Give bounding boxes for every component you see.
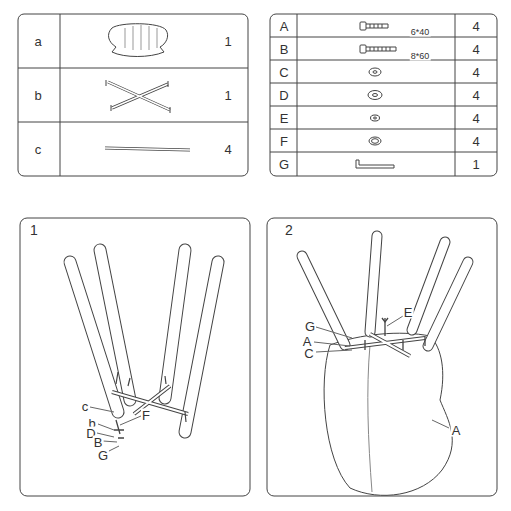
parts-table-cell: E <box>279 111 290 124</box>
parts-table-cell: C <box>278 65 289 78</box>
callout-label: F <box>141 409 151 422</box>
callout-label: 2 <box>284 223 294 237</box>
callout-label: E <box>403 306 414 319</box>
parts-table-cell: a <box>33 35 42 48</box>
parts-table-cell: 1 <box>471 157 480 170</box>
parts-table-cell: 4 <box>471 65 480 78</box>
parts-table-cell: G <box>278 157 290 170</box>
parts-table-cell: 1 <box>223 89 232 102</box>
parts-table-cell: 4 <box>471 19 480 32</box>
parts-table-cell: A <box>279 19 290 32</box>
parts-table-cell: 1 <box>223 35 232 48</box>
parts-table-cell: 4 <box>471 111 480 124</box>
parts-table-cell: D <box>278 88 289 101</box>
callout-label: B <box>93 436 104 449</box>
callout-label: C <box>303 347 314 360</box>
parts-table-cell: 4 <box>471 42 480 55</box>
parts-table-cell: 8*60 <box>410 52 431 61</box>
parts-table-cell: 4 <box>223 143 232 156</box>
callout-label: c <box>81 400 90 413</box>
parts-table-cell: B <box>279 42 290 55</box>
callout-label: G <box>97 449 109 462</box>
parts-table-cell: 6*40 <box>410 28 431 37</box>
callout-label: A <box>451 424 462 437</box>
callout-label: G <box>304 320 316 333</box>
parts-table-cell: 4 <box>471 134 480 147</box>
parts-table-cell: F <box>279 134 289 147</box>
parts-table-cell: 4 <box>471 88 480 101</box>
parts-table-cell: b <box>33 89 42 102</box>
parts-table-cell: c <box>34 143 43 156</box>
callout-label: 1 <box>29 223 39 237</box>
